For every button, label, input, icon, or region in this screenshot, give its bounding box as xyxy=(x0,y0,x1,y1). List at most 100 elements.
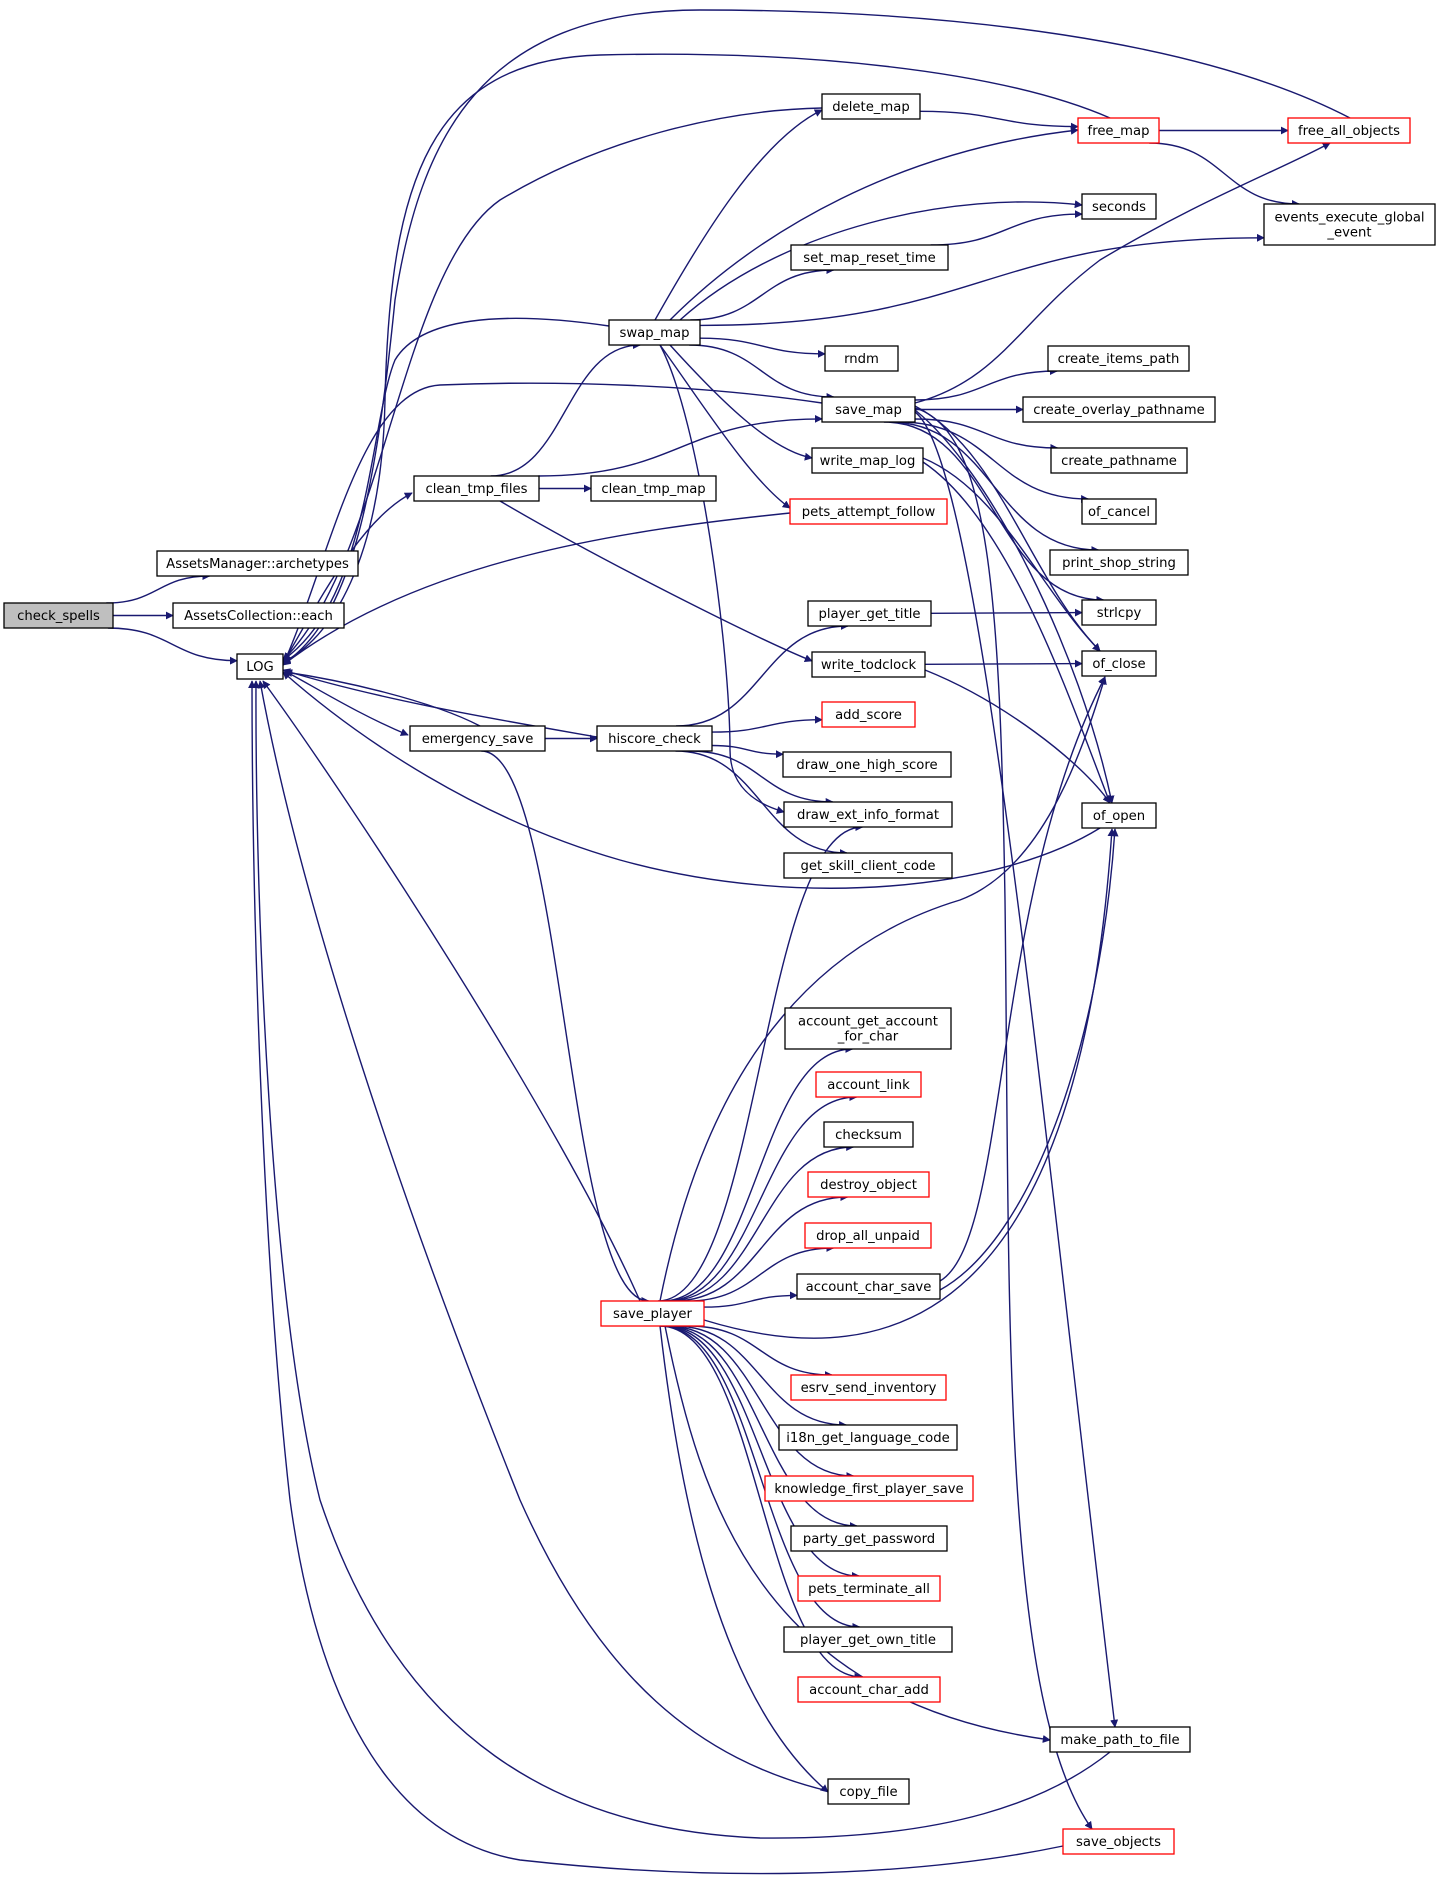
node-player_get_own_title[interactable]: player_get_own_title xyxy=(783,1626,953,1653)
node-box-create_items_path[interactable] xyxy=(1047,345,1190,372)
node-swap_map[interactable]: swap_map xyxy=(608,319,701,346)
node-write_todclock[interactable]: write_todclock xyxy=(811,651,926,678)
node-box-free_map[interactable] xyxy=(1077,117,1160,144)
node-box-hiscore_check[interactable] xyxy=(596,725,713,752)
node-box-player_get_own_title[interactable] xyxy=(783,1626,953,1653)
node-box-write_map_log[interactable] xyxy=(811,447,924,474)
node-of_open[interactable]: of_open xyxy=(1081,802,1157,829)
node-box-player_get_title[interactable] xyxy=(807,600,932,627)
node-box-knowledge_first_player_save[interactable] xyxy=(764,1475,974,1502)
node-box-of_close[interactable] xyxy=(1081,650,1157,677)
node-save_player[interactable]: save_player xyxy=(600,1300,705,1327)
node-box-esrv_send_inventory[interactable] xyxy=(790,1374,947,1401)
node-box-add_score[interactable] xyxy=(821,701,916,728)
node-box-destroy_object[interactable] xyxy=(807,1171,930,1198)
node-create_overlay_pathname[interactable]: create_overlay_pathname xyxy=(1022,396,1216,423)
node-create_items_path[interactable]: create_items_path xyxy=(1047,345,1190,372)
node-knowledge_first_player_save[interactable]: knowledge_first_player_save xyxy=(764,1475,974,1502)
node-free_all_objects[interactable]: free_all_objects xyxy=(1287,117,1411,144)
node-account_char_add[interactable]: account_char_add xyxy=(797,1676,941,1703)
node-box-account_link[interactable] xyxy=(815,1071,922,1098)
node-account_link[interactable]: account_link xyxy=(815,1071,922,1098)
node-player_get_title[interactable]: player_get_title xyxy=(807,600,932,627)
node-check_spells[interactable]: check_spells xyxy=(3,602,114,629)
node-box-checksum[interactable] xyxy=(823,1121,914,1148)
node-archetypes[interactable]: AssetsManager::archetypes xyxy=(156,550,359,577)
node-box-copy_file[interactable] xyxy=(827,1778,910,1805)
node-get_skill_client_code[interactable]: get_skill_client_code xyxy=(783,852,953,879)
node-box-set_map_reset_time[interactable] xyxy=(790,244,949,271)
node-box-events_execute_global_event[interactable] xyxy=(1263,203,1436,246)
node-box-seconds[interactable] xyxy=(1081,193,1157,220)
node-save_objects[interactable]: save_objects xyxy=(1062,1828,1175,1855)
node-box-create_overlay_pathname[interactable] xyxy=(1022,396,1216,423)
node-make_path_to_file[interactable]: make_path_to_file xyxy=(1049,1726,1191,1753)
node-add_score[interactable]: add_score xyxy=(821,701,916,728)
node-box-swap_map[interactable] xyxy=(608,319,701,346)
node-box-save_map[interactable] xyxy=(821,396,916,423)
node-box-strlcpy[interactable] xyxy=(1081,599,1157,626)
node-box-of_open[interactable] xyxy=(1081,802,1157,829)
node-events_execute_global_event[interactable]: events_execute_global_event xyxy=(1263,203,1436,246)
node-box-party_get_password[interactable] xyxy=(790,1525,948,1552)
node-print_shop_string[interactable]: print_shop_string xyxy=(1049,549,1189,576)
node-hiscore_check[interactable]: hiscore_check xyxy=(596,725,713,752)
node-box-get_skill_client_code[interactable] xyxy=(783,852,953,879)
node-box-free_all_objects[interactable] xyxy=(1287,117,1411,144)
node-pets_terminate_all[interactable]: pets_terminate_all xyxy=(797,1575,941,1602)
node-box-delete_map[interactable] xyxy=(821,93,921,120)
node-box-clean_tmp_files[interactable] xyxy=(413,475,540,502)
node-create_pathname[interactable]: create_pathname xyxy=(1050,447,1188,474)
node-box-emergency_save[interactable] xyxy=(409,725,546,752)
node-party_get_password[interactable]: party_get_password xyxy=(790,1525,948,1552)
node-box-write_todclock[interactable] xyxy=(811,651,926,678)
node-drop_all_unpaid[interactable]: drop_all_unpaid xyxy=(804,1222,932,1249)
node-draw_one_high_score[interactable]: draw_one_high_score xyxy=(782,751,952,778)
node-write_map_log[interactable]: write_map_log xyxy=(811,447,924,474)
node-clean_tmp_map[interactable]: clean_tmp_map xyxy=(590,475,717,502)
node-box-pets_attempt_follow[interactable] xyxy=(789,498,948,525)
node-box-account_get_account_for_char[interactable] xyxy=(784,1007,952,1050)
node-account_char_save[interactable]: account_char_save xyxy=(796,1273,941,1300)
node-strlcpy[interactable]: strlcpy xyxy=(1081,599,1157,626)
node-box-save_objects[interactable] xyxy=(1062,1828,1175,1855)
node-draw_ext_info_format[interactable]: draw_ext_info_format xyxy=(783,801,953,828)
node-esrv_send_inventory[interactable]: esrv_send_inventory xyxy=(790,1374,947,1401)
node-box-print_shop_string[interactable] xyxy=(1049,549,1189,576)
node-box-each[interactable] xyxy=(172,602,345,629)
node-LOG[interactable]: LOG xyxy=(236,653,284,680)
node-box-account_char_add[interactable] xyxy=(797,1676,941,1703)
node-box-pets_terminate_all[interactable] xyxy=(797,1575,941,1602)
node-seconds[interactable]: seconds xyxy=(1081,193,1157,220)
node-delete_map[interactable]: delete_map xyxy=(821,93,921,120)
node-box-check_spells[interactable] xyxy=(3,602,114,629)
node-box-account_char_save[interactable] xyxy=(796,1273,941,1300)
node-box-rndm[interactable] xyxy=(824,345,899,372)
node-i18n_get_language_code[interactable]: i18n_get_language_code xyxy=(778,1424,958,1451)
node-of_cancel[interactable]: of_cancel xyxy=(1081,498,1157,525)
node-pets_attempt_follow[interactable]: pets_attempt_follow xyxy=(789,498,948,525)
node-each[interactable]: AssetsCollection::each xyxy=(172,602,345,629)
node-save_map[interactable]: save_map xyxy=(821,396,916,423)
node-box-clean_tmp_map[interactable] xyxy=(590,475,717,502)
node-box-archetypes[interactable] xyxy=(156,550,359,577)
node-box-LOG[interactable] xyxy=(236,653,284,680)
node-box-drop_all_unpaid[interactable] xyxy=(804,1222,932,1249)
node-box-i18n_get_language_code[interactable] xyxy=(778,1424,958,1451)
node-checksum[interactable]: checksum xyxy=(823,1121,914,1148)
node-destroy_object[interactable]: destroy_object xyxy=(807,1171,930,1198)
node-emergency_save[interactable]: emergency_save xyxy=(409,725,546,752)
node-box-of_cancel[interactable] xyxy=(1081,498,1157,525)
node-box-draw_ext_info_format[interactable] xyxy=(783,801,953,828)
node-box-save_player[interactable] xyxy=(600,1300,705,1327)
node-account_get_account_for_char[interactable]: account_get_account_for_char xyxy=(784,1007,952,1050)
node-box-draw_one_high_score[interactable] xyxy=(782,751,952,778)
node-box-create_pathname[interactable] xyxy=(1050,447,1188,474)
node-free_map[interactable]: free_map xyxy=(1077,117,1160,144)
node-set_map_reset_time[interactable]: set_map_reset_time xyxy=(790,244,949,271)
node-clean_tmp_files[interactable]: clean_tmp_files xyxy=(413,475,540,502)
node-box-make_path_to_file[interactable] xyxy=(1049,1726,1191,1753)
node-copy_file[interactable]: copy_file xyxy=(827,1778,910,1805)
node-rndm[interactable]: rndm xyxy=(824,345,899,372)
node-of_close[interactable]: of_close xyxy=(1081,650,1157,677)
